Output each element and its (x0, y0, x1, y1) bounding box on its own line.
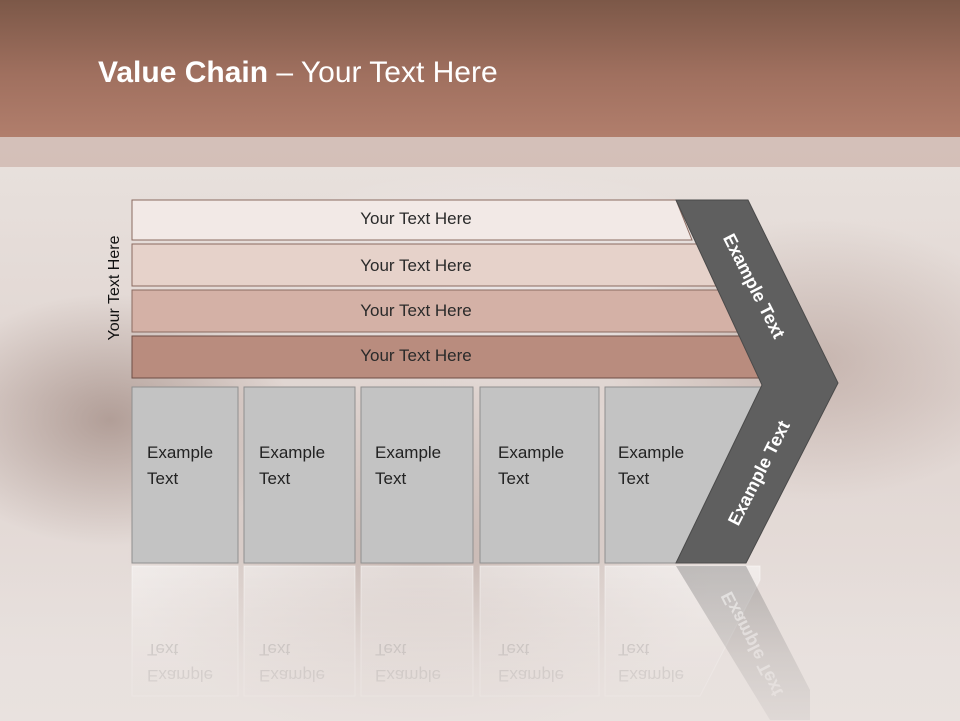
column-label-3: Example Text (375, 440, 441, 492)
column-box-2 (243, 386, 356, 564)
column-reflection-label-5: Example Text (618, 636, 684, 688)
column-reflection-label-3-line1: Example (375, 666, 442, 685)
column-label-4-line2: Text (498, 469, 530, 488)
bar-1 (131, 199, 693, 241)
column-label-3-line2: Text (375, 469, 407, 488)
column-label-1-line1: Example (147, 443, 214, 462)
column-label-1: Example Text (147, 440, 213, 492)
bar-label-1: Your Text Here (360, 209, 472, 228)
column-box-4 (479, 386, 600, 564)
column-label-5-line2: Text (618, 469, 650, 488)
column-reflection-label-3-line2: Text (375, 640, 407, 659)
column-label-5: Example Text (618, 440, 684, 492)
column-reflection-label-5-line1: Example (618, 666, 685, 685)
title-rest: – Your Text Here (268, 56, 498, 89)
column-label-2: Example Text (259, 440, 325, 492)
column-reflection-label-4: Example Text (498, 636, 564, 688)
column-box-3 (360, 386, 474, 564)
column-reflection-label-1-line1: Example (147, 666, 214, 685)
column-reflection-label-3: Example Text (375, 636, 441, 688)
column-reflection-label-2: Example Text (259, 636, 325, 688)
column-label-2-line1: Example (259, 443, 326, 462)
column-label-1-line2: Text (147, 469, 179, 488)
slide-title: Value Chain – Your Text Here (98, 56, 498, 90)
title-bold: Value Chain (98, 56, 269, 89)
column-label-4-line1: Example (498, 443, 565, 462)
column-reflection-label-2-line1: Example (259, 666, 326, 685)
column-reflection-label-4-line1: Example (498, 666, 565, 685)
column-reflection-label-1: Example Text (147, 636, 213, 688)
bar-label-3: Your Text Here (360, 301, 472, 320)
header-band (0, 0, 960, 137)
column-label-4: Example Text (498, 440, 564, 492)
column-reflection-label-1-line2: Text (147, 640, 179, 659)
column-label-2-line2: Text (259, 469, 291, 488)
column-label-5-line1: Example (618, 443, 685, 462)
header-strip (0, 137, 960, 167)
column-reflection-label-4-line2: Text (498, 640, 530, 659)
column-reflection-label-5-line2: Text (618, 640, 650, 659)
bar-label-4: Your Text Here (360, 346, 472, 365)
column-label-3-line1: Example (375, 443, 442, 462)
column-reflection-label-2-line2: Text (259, 640, 291, 659)
bar-label-2: Your Text Here (360, 256, 472, 275)
